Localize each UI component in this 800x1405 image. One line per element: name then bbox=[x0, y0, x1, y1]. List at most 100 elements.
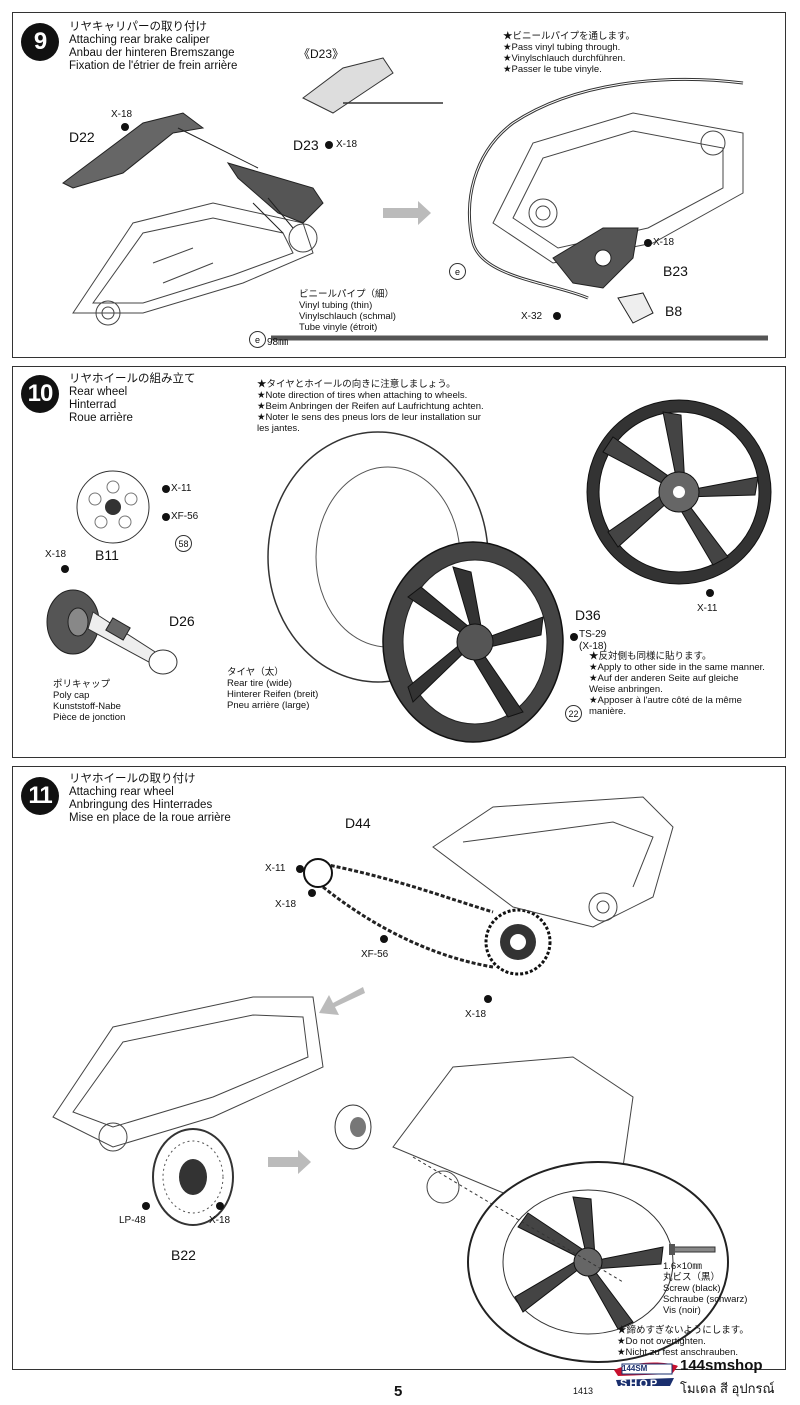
label-b8: B8 bbox=[665, 303, 683, 319]
label-ts29-sub: (X-18) bbox=[579, 641, 607, 652]
step-10-panel: 10 リヤホイールの組み立て Rear wheel Hinterrad Roue… bbox=[12, 366, 786, 758]
poly-cap-desc: ポリキャップ Poly cap Kunststoff-Nabe Pièce de… bbox=[53, 679, 125, 723]
desc-line: Vinylschlauch (schmal) bbox=[299, 311, 396, 322]
label-ts29: TS-29 bbox=[579, 629, 607, 640]
logo-text: 144SM bbox=[622, 1364, 648, 1373]
label-x11: X-11 bbox=[265, 863, 286, 874]
paint-marker bbox=[296, 865, 304, 873]
title-fr: Roue arrière bbox=[69, 412, 133, 424]
title-en: Rear wheel bbox=[69, 386, 128, 398]
desc-line: 1.6×10㎜ bbox=[663, 1261, 702, 1272]
tube-desc: ビニールパイプ（細） Vinyl tubing (thin) Vinylschl… bbox=[299, 289, 396, 333]
paint-marker bbox=[706, 589, 714, 597]
note-line: ★Apply to other side in the same manner. bbox=[589, 662, 765, 673]
bolt-marker bbox=[325, 141, 333, 149]
label-lp48: LP-48 bbox=[119, 1215, 146, 1226]
step-11-title: リヤホイールの取り付け Attaching rear wheel Anbring… bbox=[69, 773, 231, 825]
label-x18: X-18 bbox=[465, 1009, 487, 1020]
label-xf56: XF-56 bbox=[171, 511, 199, 522]
bolt-marker bbox=[644, 239, 652, 247]
label-x11: X-11 bbox=[697, 603, 718, 614]
step-11-panel: 11 リヤホイールの取り付け Attaching rear wheel Anbr… bbox=[12, 766, 786, 1370]
note-line: ★Beim Anbringen der Reifen auf Laufricht… bbox=[257, 401, 484, 412]
paint-marker bbox=[308, 889, 316, 897]
label-b23: B23 bbox=[663, 263, 688, 279]
desc-line: 丸ビス（黒） bbox=[663, 1272, 721, 1283]
bolt-marker bbox=[553, 312, 561, 320]
tube-length: 98㎜ bbox=[267, 337, 289, 348]
label-x18: X-18 bbox=[209, 1215, 231, 1226]
kit-code: 1413 bbox=[573, 1386, 594, 1396]
label-x18: X-18 bbox=[336, 139, 358, 150]
d23-callout: 《D23》 bbox=[298, 47, 345, 61]
title-de: Hinterrad bbox=[69, 399, 117, 411]
label-x18: X-18 bbox=[653, 237, 675, 248]
label-b22: B22 bbox=[171, 1247, 196, 1263]
desc-line: ビニールパイプ（細） bbox=[299, 289, 395, 300]
note-line: ★Note direction of tires when attaching … bbox=[257, 390, 468, 401]
note-line: les jantes. bbox=[257, 423, 300, 434]
paint-marker bbox=[61, 565, 69, 573]
tube-ref-e: e bbox=[449, 263, 466, 280]
paint-marker bbox=[570, 633, 578, 641]
note-line: ★Vinylschlauch durchführen. bbox=[503, 53, 626, 64]
step-9-illustration bbox=[62, 57, 768, 341]
note-line: ★Passer le tube vinyle. bbox=[503, 64, 602, 75]
step-11-illustration bbox=[52, 796, 729, 1363]
label-x11: X-11 bbox=[171, 483, 192, 494]
step-9-number: 9 bbox=[21, 23, 59, 61]
page-number: 5 bbox=[394, 1383, 403, 1400]
bolt-marker bbox=[121, 123, 129, 131]
paint-marker bbox=[380, 935, 388, 943]
desc-line: Rear tire (wide) bbox=[227, 678, 292, 689]
label-d44: D44 bbox=[345, 815, 371, 831]
desc-line: Vinyl tubing (thin) bbox=[299, 300, 373, 311]
paint-marker bbox=[216, 1202, 224, 1210]
label-x18: X-18 bbox=[45, 549, 67, 560]
logo-shop: SHOP bbox=[620, 1378, 660, 1390]
title-ja: リヤホイールの組み立て bbox=[69, 373, 196, 385]
step-10-number: 10 bbox=[21, 375, 59, 413]
title-en: Attaching rear wheel bbox=[69, 786, 174, 798]
note-line: ★Pass vinyl tubing through. bbox=[503, 42, 621, 53]
title-en: Attaching rear brake caliper bbox=[69, 34, 210, 46]
paint-marker bbox=[162, 485, 170, 493]
paint-marker bbox=[162, 513, 170, 521]
note-line: ★Auf der anderen Seite auf gleiche bbox=[589, 673, 739, 684]
paint-marker bbox=[484, 995, 492, 1003]
label-d22: D22 bbox=[69, 129, 95, 145]
desc-line: ポリキャップ bbox=[53, 679, 111, 690]
title-fr: Fixation de l'étrier de frein arrière bbox=[69, 60, 238, 72]
label-x18: X-18 bbox=[275, 899, 297, 910]
note-line: Weise anbringen. bbox=[589, 684, 663, 695]
desc-line: Tube vinyle (étroit) bbox=[299, 322, 378, 333]
shop-logo bbox=[614, 1362, 678, 1386]
note-line: ★Nicht zu fest anschrauben. bbox=[617, 1347, 738, 1358]
tire-direction-note: ★タイヤとホイールの向きに注意しましょう。 ★Note direction of… bbox=[257, 379, 484, 434]
note-line: ★Do not overtighten. bbox=[617, 1336, 706, 1347]
title-de: Anbringung des Hinterrades bbox=[69, 799, 213, 811]
note-line: ★ビニールパイプを通します。 bbox=[503, 31, 636, 42]
note-line: ★Noter le sens des pneus lors de leur in… bbox=[257, 412, 481, 423]
title-ja: リヤキャリパーの取り付け bbox=[69, 21, 207, 33]
label-b11: B11 bbox=[95, 547, 119, 563]
other-side-note: ★反対側も同様に貼ります。 ★Apply to other side in th… bbox=[589, 651, 765, 717]
paint-marker bbox=[142, 1202, 150, 1210]
desc-line: Vis (noir) bbox=[663, 1305, 701, 1316]
title-de: Anbau der hinteren Bremszange bbox=[69, 47, 235, 59]
label-d23: D23 bbox=[293, 137, 319, 153]
title-ja: リヤホイールの取り付け bbox=[69, 773, 196, 785]
desc-line: Pièce de jonction bbox=[53, 712, 126, 723]
shop-name: 144smshop bbox=[680, 1357, 763, 1374]
desc-line: タイヤ（太） bbox=[227, 667, 284, 678]
rear-tire-desc: タイヤ（太） Rear tire (wide) Hinterer Reifen … bbox=[227, 667, 318, 711]
step-9-panel: 9 リヤキャリパーの取り付け Attaching rear brake cali… bbox=[12, 12, 786, 358]
tube-note: ★ビニールパイプを通します。 ★Pass vinyl tubing throug… bbox=[503, 31, 635, 75]
overtighten-note: ★締めすぎないようにします。 ★Do not overtighten. ★Nic… bbox=[617, 1325, 749, 1358]
ref-22: 22 bbox=[565, 705, 582, 722]
label-d36: D36 bbox=[575, 607, 601, 623]
note-line: ★締めすぎないようにします。 bbox=[617, 1325, 749, 1336]
note-line: manière. bbox=[589, 706, 626, 717]
desc-line: Schraube (schwarz) bbox=[663, 1294, 748, 1305]
note-line: ★反対側も同様に貼ります。 bbox=[589, 651, 712, 662]
